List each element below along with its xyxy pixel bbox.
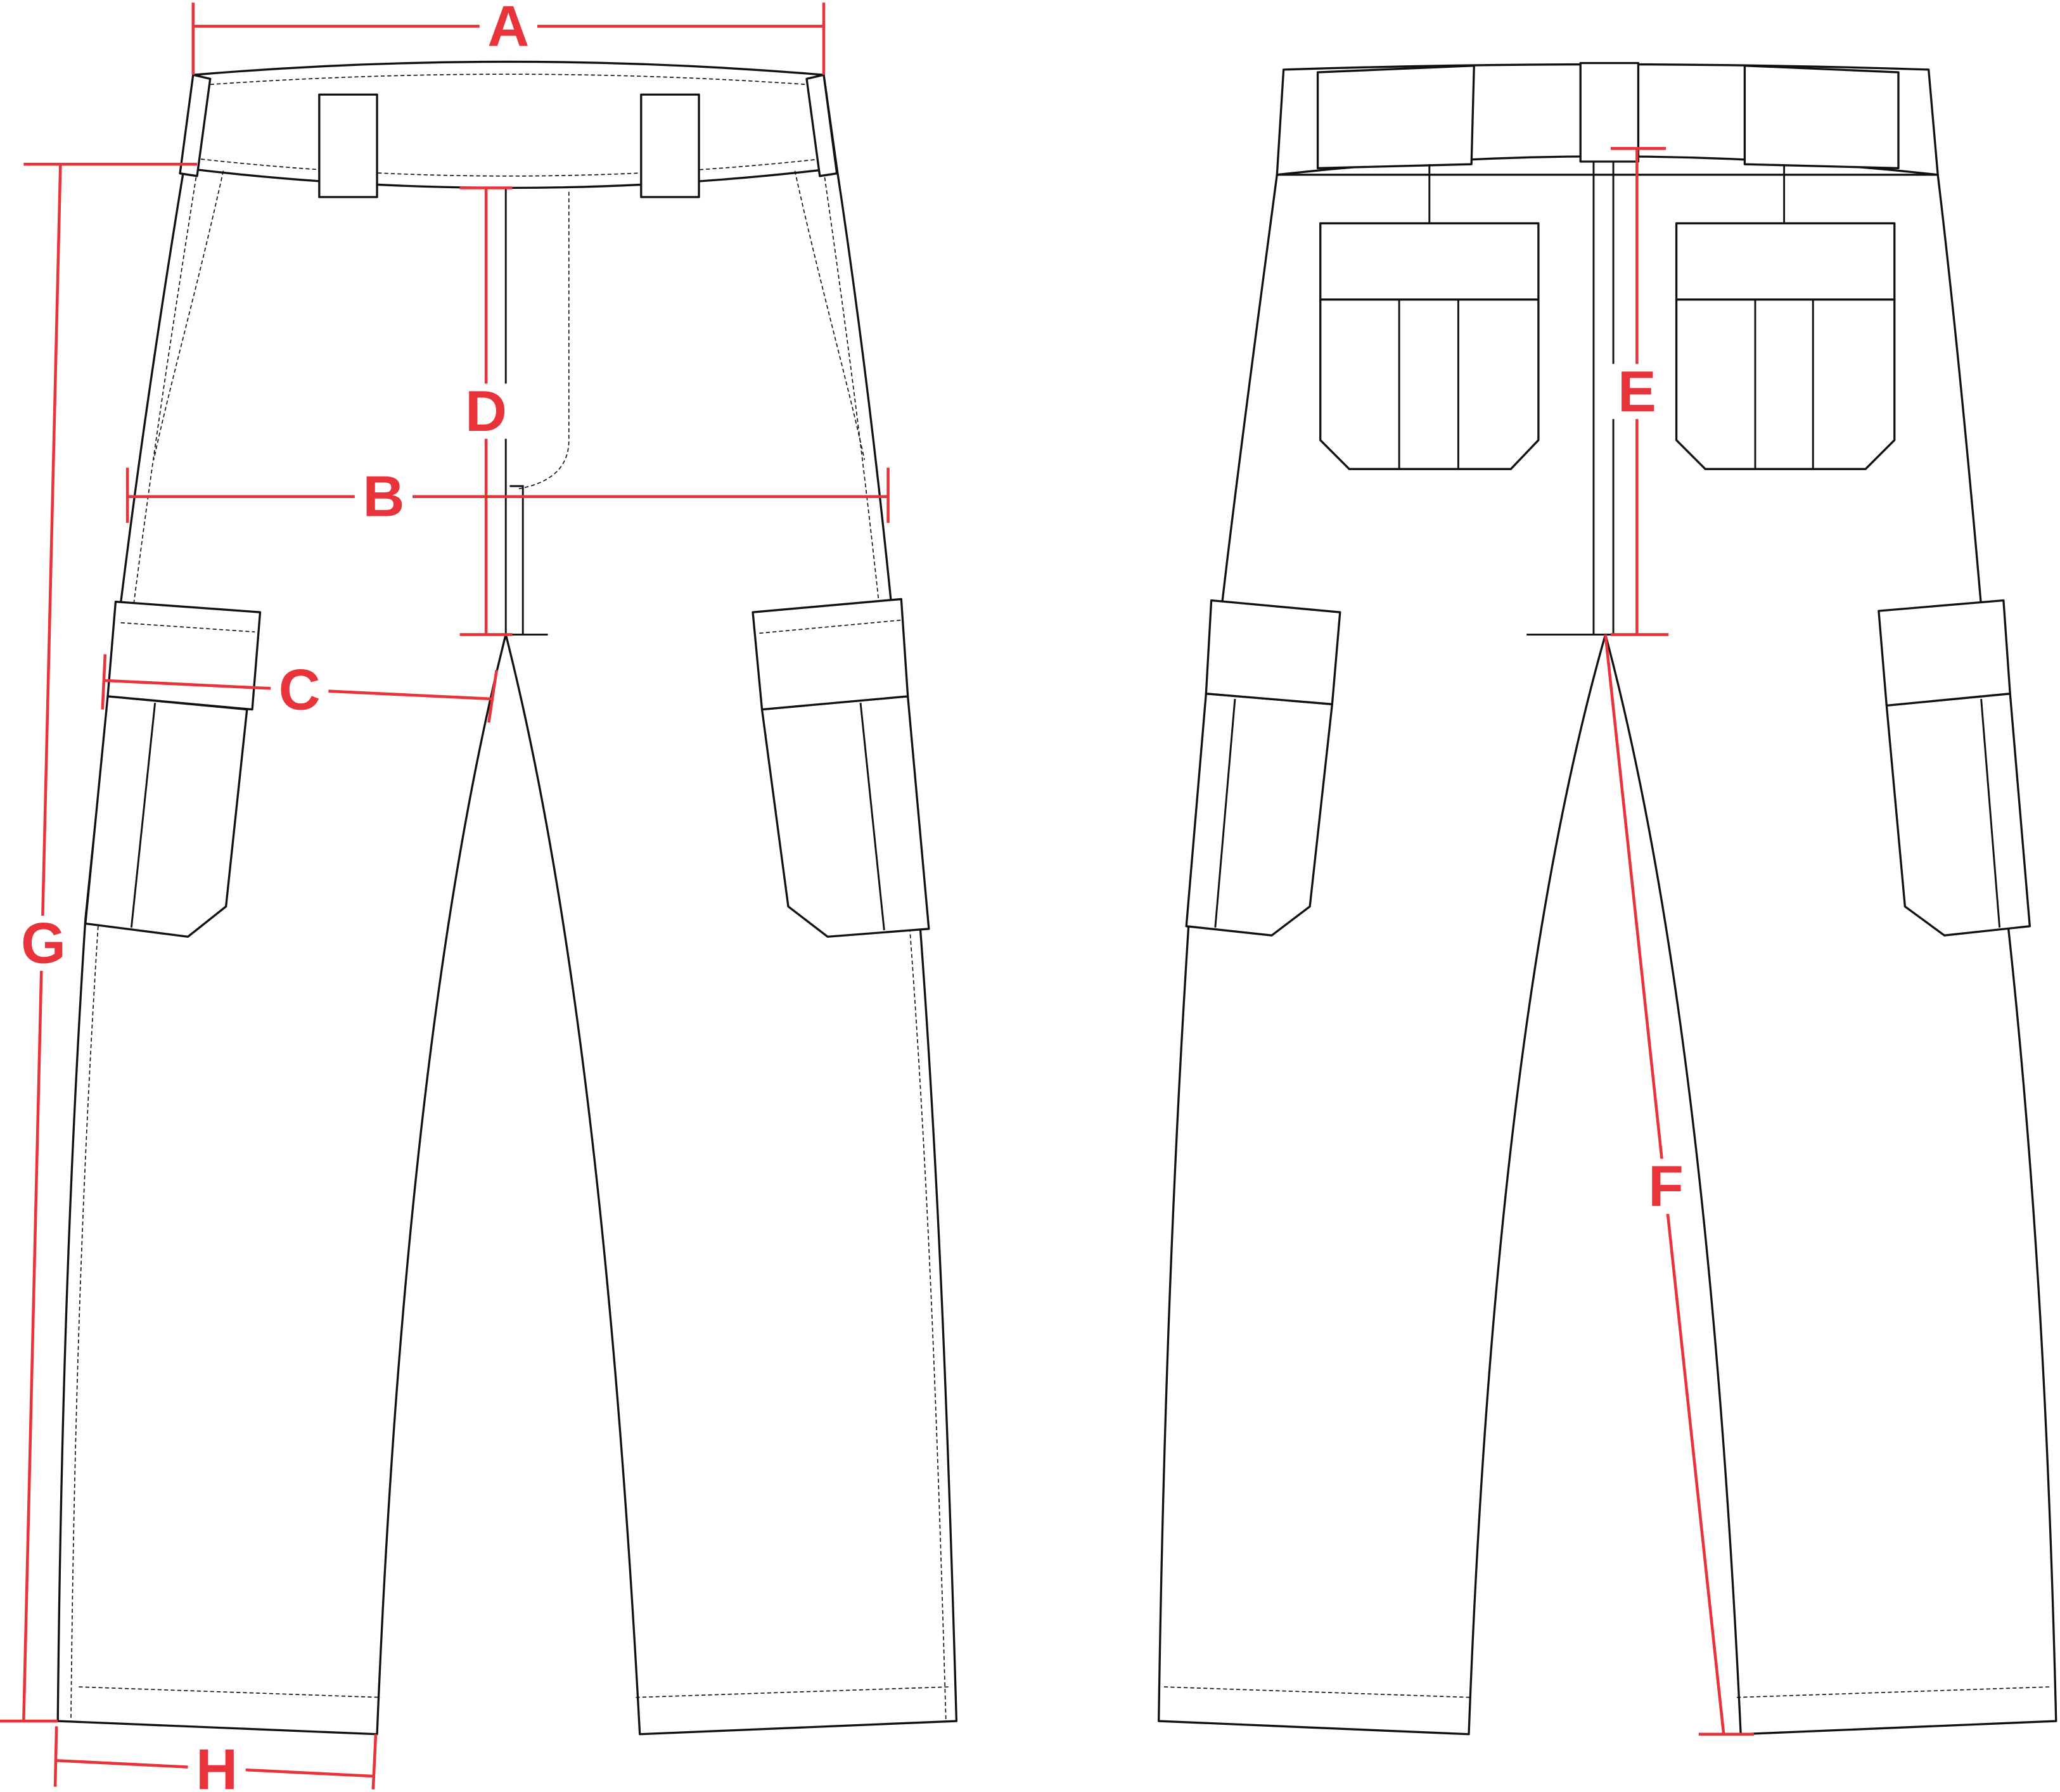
belt-loop [640,93,700,198]
label-h: H [196,1738,238,1792]
measure-d: D [457,186,515,636]
label-b: B [362,464,404,529]
measure-a: A [191,0,826,75]
back-left-pocket-flap [1319,222,1540,301]
label-f: F [1648,1154,1684,1219]
back-right-cargo-flap [1878,599,2011,707]
measure-g: G [0,162,198,1723]
label-g: G [21,911,66,976]
back-right-pocket-flap [1675,222,1896,301]
back-legs-outline [1158,174,2057,1736]
measure-e: E [1608,147,1669,636]
front-right-cargo-pocket [760,695,930,938]
measurements: A B C D G H E [0,0,1754,1792]
measure-b: B [125,464,890,529]
back-right-pocket [1675,298,1896,470]
back-left-cargo-pocket [1185,693,1334,937]
back-right-cargo-pocket [1885,693,2031,937]
back-view [1158,61,2057,1736]
label-a: A [487,0,529,58]
back-left-pocket [1319,298,1540,470]
front-right-cargo-flap [752,598,909,711]
label-c: C [279,657,321,722]
measure-c: C [101,654,498,723]
front-view [56,60,958,1736]
belt-loop [1579,61,1640,163]
measure-h: H [53,1726,378,1792]
label-e: E [1618,359,1656,424]
measure-f: F [1604,634,1754,1736]
label-d: D [465,379,507,444]
front-left-cargo-pocket [84,695,248,938]
back-left-cargo-flap [1205,599,1341,705]
front-left-cargo-flap [106,600,262,711]
belt-loop [318,93,378,198]
